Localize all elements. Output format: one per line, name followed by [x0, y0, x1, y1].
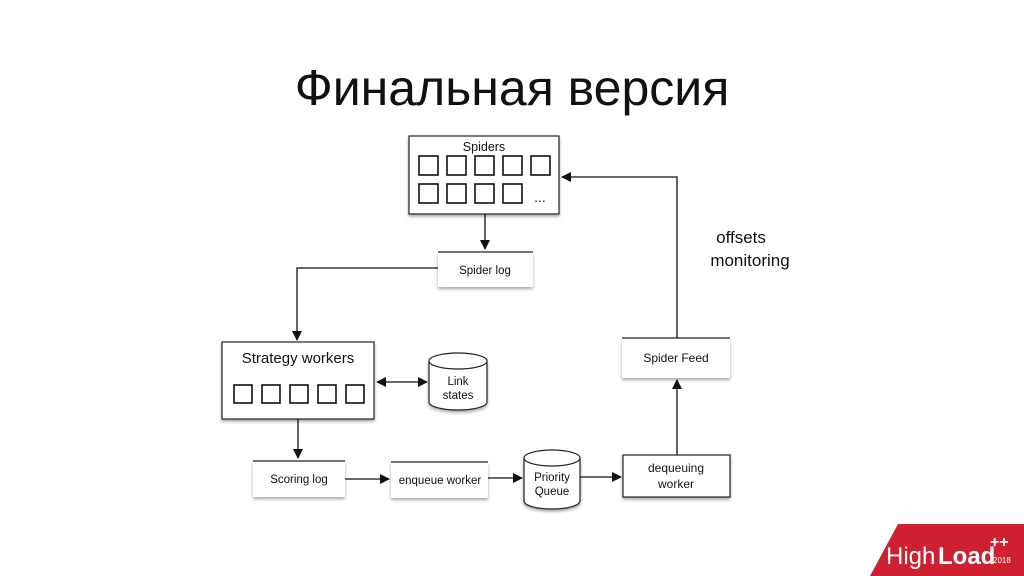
- enqueue-worker-box: enqueue worker: [391, 461, 488, 498]
- arrow-spider-log-to-strategy-workers: [292, 267, 438, 341]
- spider-feed-box: Spider Feed: [622, 337, 730, 378]
- strategy-worker-squares: [233, 384, 365, 404]
- enqueue-worker-label: enqueue worker: [399, 475, 482, 487]
- highload-logo: High Load ++ 2018: [870, 524, 1024, 576]
- logo-badge: [870, 524, 1024, 576]
- priority-queue-database: Priority Queue: [523, 449, 581, 510]
- scoring-log-box: Scoring log: [253, 460, 345, 497]
- strategy-workers-label: Strategy workers: [242, 350, 355, 367]
- scoring-log-label: Scoring log: [270, 474, 328, 486]
- offsets-monitoring-line1: offsets: [716, 228, 766, 247]
- spider-feed-label: Spider Feed: [643, 351, 708, 365]
- priority-queue-line1: Priority: [534, 472, 570, 484]
- priority-queue-line2: Queue: [535, 486, 570, 498]
- dequeuing-worker-line2: worker: [657, 477, 694, 491]
- arrow-spider-feed-to-spiders: [561, 172, 678, 338]
- spiders-box: Spiders ...: [408, 135, 560, 215]
- logo-text-load: Load: [938, 543, 995, 570]
- link-states-line2: states: [443, 390, 474, 402]
- link-states-database: Link states: [428, 352, 488, 411]
- slide-title: Финальная версия: [294, 60, 730, 116]
- spider-log-label: Spider log: [459, 265, 511, 277]
- spiders-ellipsis: ...: [534, 189, 546, 205]
- strategy-workers-box: Strategy workers: [221, 341, 375, 420]
- dequeuing-worker-line1: dequeuing: [648, 461, 704, 475]
- logo-plus: ++: [990, 534, 1009, 551]
- spider-log-box: Spider log: [438, 251, 533, 287]
- logo-text-high: High: [886, 543, 935, 570]
- offsets-monitoring-line2: monitoring: [710, 251, 789, 270]
- spider-instance-squares: [418, 155, 551, 204]
- dequeuing-worker-box: dequeuing worker: [622, 454, 731, 498]
- spiders-label: Spiders: [463, 140, 505, 154]
- link-states-line1: Link: [447, 376, 468, 388]
- logo-year: 2018: [993, 556, 1011, 565]
